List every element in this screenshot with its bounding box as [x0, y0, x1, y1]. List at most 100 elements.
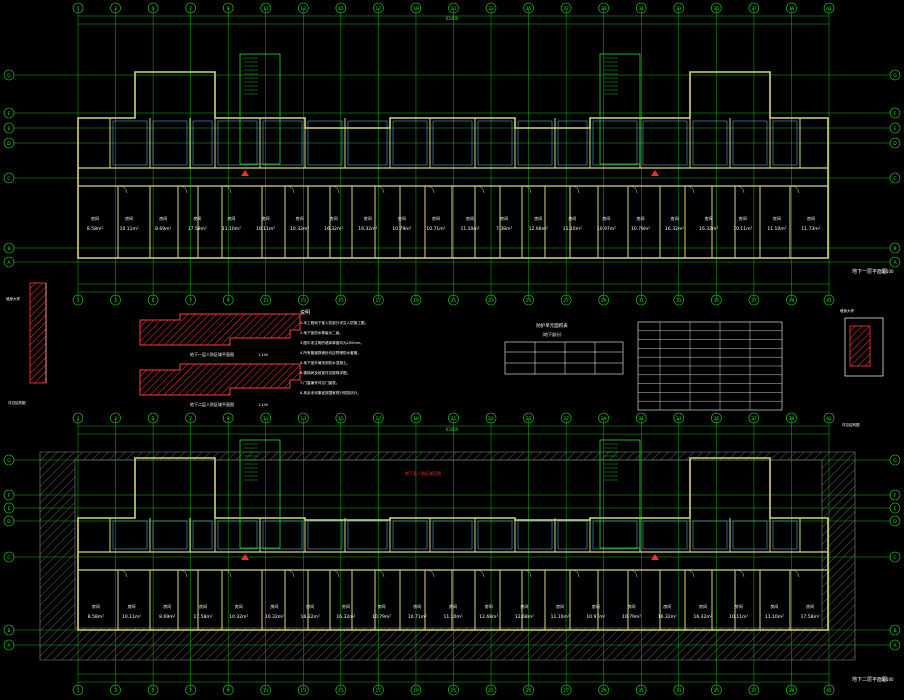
- axis-marker: [889, 172, 901, 184]
- door-swing: [223, 185, 232, 194]
- room-area: 11.10m²: [222, 226, 241, 232]
- axis-marker: [823, 294, 835, 306]
- axis-marker: [523, 2, 534, 14]
- room-area: 16.32m²: [336, 614, 355, 620]
- note-line: 3.图中未注明的墙体厚度均为200mm。: [300, 340, 364, 345]
- axis-marker: [448, 412, 459, 424]
- axis-label: 19: [413, 416, 419, 422]
- axis-label: 11: [263, 416, 269, 422]
- room-area: 16.32m²: [658, 614, 677, 620]
- axis-label: A: [893, 643, 897, 649]
- room-name: 房间: [342, 603, 350, 609]
- axis-marker: [410, 294, 422, 306]
- axis-marker: [889, 137, 901, 149]
- axis-label: F: [894, 111, 897, 117]
- axis-label: 9: [227, 298, 230, 304]
- door-swing: [426, 185, 435, 194]
- room-name: 房间: [568, 215, 576, 221]
- door-swing: [476, 569, 485, 578]
- room-outline: [592, 120, 638, 166]
- upper-overall-dimension: 63400: [446, 16, 459, 21]
- axis-label: 23: [488, 688, 494, 694]
- axis-marker: [889, 551, 901, 563]
- area-table-title: 防护单元面积表: [536, 322, 568, 329]
- room-area: 17.58m²: [193, 614, 212, 620]
- room-outline: [217, 520, 258, 550]
- door-swing: [523, 185, 532, 194]
- axis-marker: [823, 2, 835, 14]
- room-name: 房间: [663, 603, 671, 609]
- axis-marker: [335, 2, 347, 14]
- axis-label: 3: [114, 298, 117, 304]
- axis-label: 11: [263, 298, 269, 304]
- room-name: 房间: [270, 603, 278, 609]
- room-name: 房间: [378, 603, 386, 609]
- note-line: 4.所有管道穿墙处均应预埋防水套管。: [300, 350, 361, 355]
- door-swing: [331, 185, 340, 194]
- axis-marker: [72, 294, 84, 306]
- room-name: 房间: [773, 215, 781, 221]
- room-area: 16.32m²: [324, 226, 343, 232]
- axis-label: G: [893, 458, 897, 464]
- room-outline: [152, 520, 188, 550]
- room-area: 16.32m²: [301, 614, 320, 620]
- axis-marker: [635, 2, 647, 14]
- room-name: 房间: [592, 603, 600, 609]
- room-outline: [192, 520, 213, 550]
- axis-marker: [3, 256, 15, 268]
- room-name: 房间: [128, 603, 136, 609]
- door-swing: [179, 569, 188, 578]
- axis-marker: [560, 2, 572, 14]
- axis-label: 27: [563, 688, 569, 694]
- axis-label: 17: [376, 298, 382, 304]
- axis-label: 3: [114, 688, 117, 694]
- room-name: 房间: [163, 603, 171, 609]
- door-swing: [571, 569, 580, 578]
- axis-marker: [786, 2, 797, 14]
- axis-label: 21: [451, 416, 457, 422]
- room-area: 10.71m²: [408, 614, 427, 620]
- axis-label: 5: [152, 298, 155, 304]
- axis-label: 33: [676, 298, 682, 304]
- room-outline: [262, 520, 303, 550]
- axis-marker: [889, 122, 901, 134]
- door-swing: [223, 569, 232, 578]
- room-area: 11.10m²: [461, 226, 480, 232]
- axis-label: 13: [300, 298, 306, 304]
- axis-label: 19: [413, 688, 419, 694]
- axis-label: G: [7, 73, 11, 79]
- room-area: 10.11m²: [120, 226, 139, 232]
- axis-marker: [823, 412, 835, 424]
- door-swing: [523, 569, 532, 578]
- room-area: 12.68m²: [479, 614, 498, 620]
- stair: [599, 53, 641, 165]
- axis-label: C: [7, 555, 10, 561]
- axis-marker: [110, 412, 121, 424]
- axis-marker: [485, 2, 497, 14]
- room-outline: [732, 120, 768, 166]
- axis-label: 35: [713, 298, 719, 304]
- axis-marker: [3, 137, 15, 149]
- axis-marker: [72, 684, 84, 696]
- axis-label: 25: [526, 6, 532, 12]
- wall-detail-left: 墙身大样 详见结构图: [6, 282, 47, 405]
- room-area: 17.58m²: [188, 226, 207, 232]
- axis-label: 29: [601, 416, 607, 422]
- axis-label: E: [894, 506, 897, 512]
- axis-marker: [260, 684, 272, 696]
- axis-marker: [448, 2, 459, 14]
- room-area: 8.69m²: [159, 614, 175, 620]
- axis-label: 25: [526, 416, 532, 422]
- door-swing: [791, 185, 800, 194]
- door-swing: [286, 185, 295, 194]
- axis-marker: [448, 684, 459, 696]
- room-name: 房间: [671, 215, 679, 221]
- room-name: 房间: [466, 215, 474, 221]
- detail-left-lower-title: 地下二层人防区域平面图: [190, 401, 234, 407]
- axis-marker: [598, 2, 610, 14]
- axis-label: 1: [77, 298, 80, 304]
- room-name: 房间: [534, 215, 542, 221]
- axis-label: 23: [488, 6, 494, 12]
- room-outline: [517, 120, 553, 166]
